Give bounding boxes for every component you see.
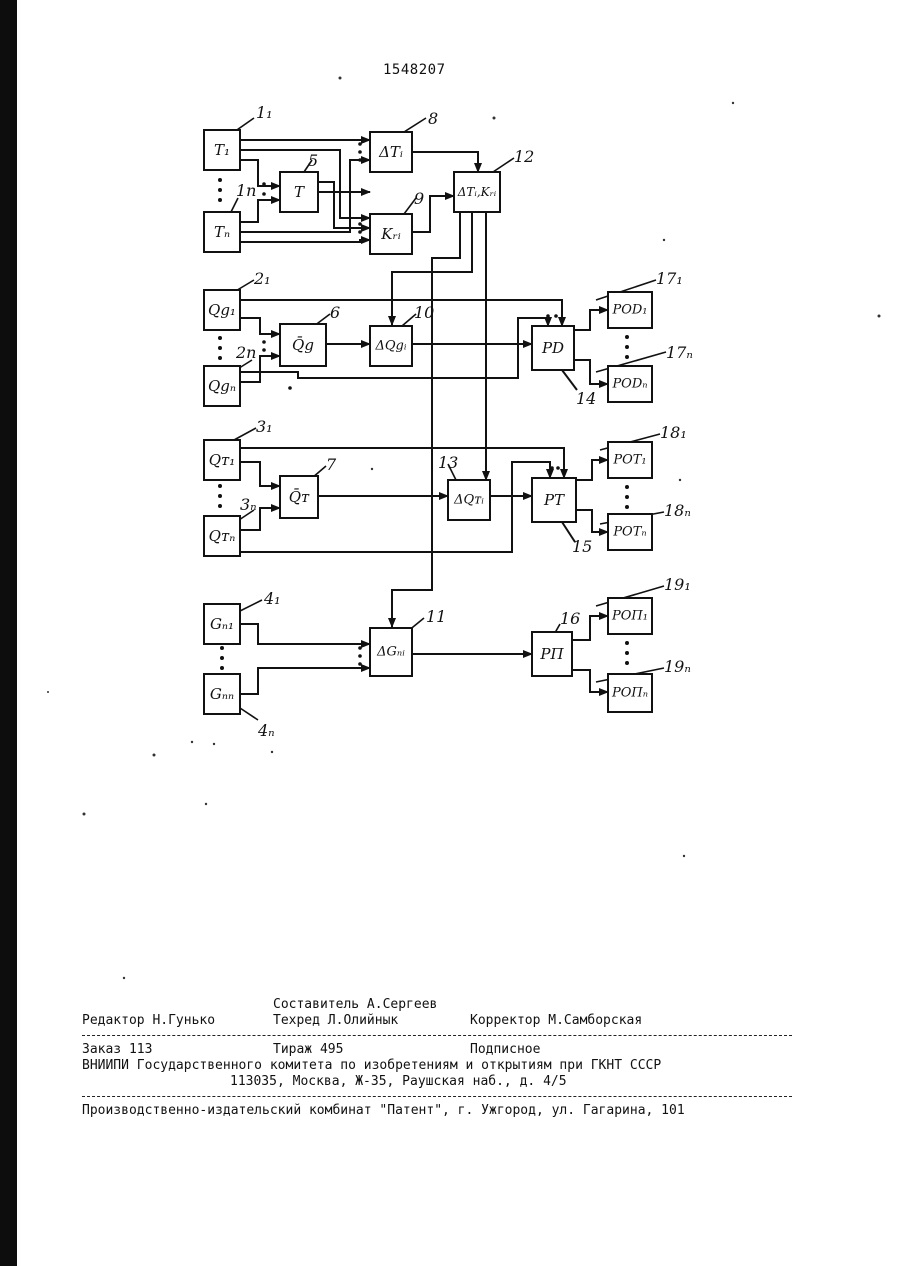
label-14: 14 [576,389,596,408]
block-7-qt-avg: Q̄ᴛ [280,476,318,518]
publisher: Производственно-издательский комбинат "П… [82,1103,685,1119]
label-1-n: 1n [236,181,256,200]
block-6-qg-avg: Q̄g [280,324,326,366]
block-gn1: Gₙ₁ [204,604,240,644]
label-15: 15 [572,537,592,556]
label-18-1: 18₁ [660,423,687,442]
svg-text:T: T [294,183,305,201]
block-9-kr: Kᵣᵢ [370,214,412,254]
svg-text:Tₙ: Tₙ [214,223,230,241]
block-14-pd: PD [532,326,574,370]
block-qgn: Qgₙ [204,366,240,406]
svg-text:POT₁: POT₁ [612,453,646,468]
label-18-n: 18ₙ [664,501,691,520]
svg-text:POTₙ: POTₙ [612,525,646,540]
editor: Редактор Н.Гунько [82,1013,215,1029]
label-2-n: 2n [235,343,256,362]
label-13: 13 [438,453,458,472]
label-11: 11 [426,607,446,626]
label-19-n: 19ₙ [664,657,691,676]
block-gnn: Gₙₙ [204,674,240,714]
block-13-delta-qt: ΔQᴛᵢ [448,480,490,520]
svg-text:ΔTᵢ: ΔTᵢ [378,143,403,161]
block-16-pp: PП [532,632,572,676]
svg-text:PODₙ: PODₙ [611,377,647,392]
subscription: Подписное [470,1042,540,1058]
label-4-1: 4₁ [263,589,281,608]
svg-text:POD₁: POD₁ [611,303,647,318]
block-tn: Tₙ [204,212,240,252]
svg-text:Qgₙ: Qgₙ [208,377,236,395]
svg-text:Kᵣᵢ: Kᵣᵢ [380,225,400,243]
block-12-dt-kr: ΔTᵢ,Kᵣᵢ [454,172,500,212]
label-9: 9 [414,189,424,208]
label-12: 12 [514,147,534,166]
address: 113035, Москва, Ж-35, Раушская наб., д. … [230,1074,567,1090]
block-5-t: T [280,172,318,212]
block-qg1: Qg₁ [204,290,240,330]
imprint-block: Составитель А.Сергеев Редактор Н.Гунько … [82,997,792,1119]
institute: ВНИИПИ Государственного комитета по изоб… [82,1058,661,1074]
label-3-n: 3ₙ [240,495,257,514]
block-18-1-pot: POT₁ [608,442,652,478]
block-t1: T₁ [204,130,240,170]
svg-text:T₁: T₁ [214,141,230,159]
label-16: 16 [560,609,580,628]
svg-text:Gₙₙ: Gₙₙ [210,685,234,703]
block-diagram: T₁ Tₙ T ΔTᵢ Kᵣᵢ ΔTᵢ,Kᵣᵢ Qg₁ Qgₙ Q̄g ΔQgᵢ… [0,0,900,990]
circulation: Тираж 495 [273,1042,343,1058]
svg-text:POП₁: POП₁ [611,609,648,624]
svg-text:ΔQgᵢ: ΔQgᵢ [375,339,407,354]
svg-text:Gₙ₁: Gₙ₁ [210,615,234,633]
svg-text:Q̄ᴛ: Q̄ᴛ [289,488,310,506]
block-qt1: Qᴛ₁ [204,440,240,480]
svg-text:Qᴛₙ: Qᴛₙ [209,527,236,545]
label-1-1: 1₁ [256,103,273,122]
label-2-1: 2₁ [253,269,271,288]
svg-text:ΔTᵢ,Kᵣᵢ: ΔTᵢ,Kᵣᵢ [457,185,497,199]
order: Заказ 113 [82,1042,152,1058]
divider-1 [82,1035,792,1036]
label-17-n: 17ₙ [666,343,693,362]
block-19-1-pop: POП₁ [608,598,652,634]
label-4-n: 4ₙ [257,721,275,740]
svg-text:PП: PП [539,645,564,663]
label-19-1: 19₁ [664,575,691,594]
label-10: 10 [414,303,434,322]
label-17-1: 17₁ [656,269,683,288]
block-11-delta-gn: ΔGₙᵢ [370,628,412,676]
block-qtn: Qᴛₙ [204,516,240,556]
divider-2 [82,1096,792,1097]
label-3-1: 3₁ [256,417,273,436]
svg-text:PT: PT [543,491,565,509]
block-17-n-pod: PODₙ [608,366,652,402]
block-10-delta-qg: ΔQgᵢ [370,326,412,366]
svg-text:POПₙ: POПₙ [611,686,648,701]
block-17-1-pod: POD₁ [608,292,652,328]
corrector: Корректор М.Самборская [470,1013,642,1029]
label-7: 7 [326,455,337,474]
label-5: 5 [308,151,318,170]
techred: Техред Л.Олийнык [273,1013,398,1029]
svg-text:Qᴛ₁: Qᴛ₁ [209,451,236,469]
svg-text:ΔGₙᵢ: ΔGₙᵢ [376,645,405,660]
block-15-pt: PT [532,478,576,522]
svg-text:Q̄g: Q̄g [292,336,314,354]
svg-text:Qg₁: Qg₁ [208,301,236,319]
svg-text:ΔQᴛᵢ: ΔQᴛᵢ [453,493,484,508]
label-6: 6 [330,303,340,322]
label-8: 8 [428,109,438,128]
block-8-delta-t: ΔTᵢ [370,132,412,172]
compiler: Составитель А.Сергеев [273,997,437,1013]
svg-text:PD: PD [541,339,564,357]
block-18-n-pot: POTₙ [608,514,652,550]
block-19-n-pop: POПₙ [608,674,652,712]
